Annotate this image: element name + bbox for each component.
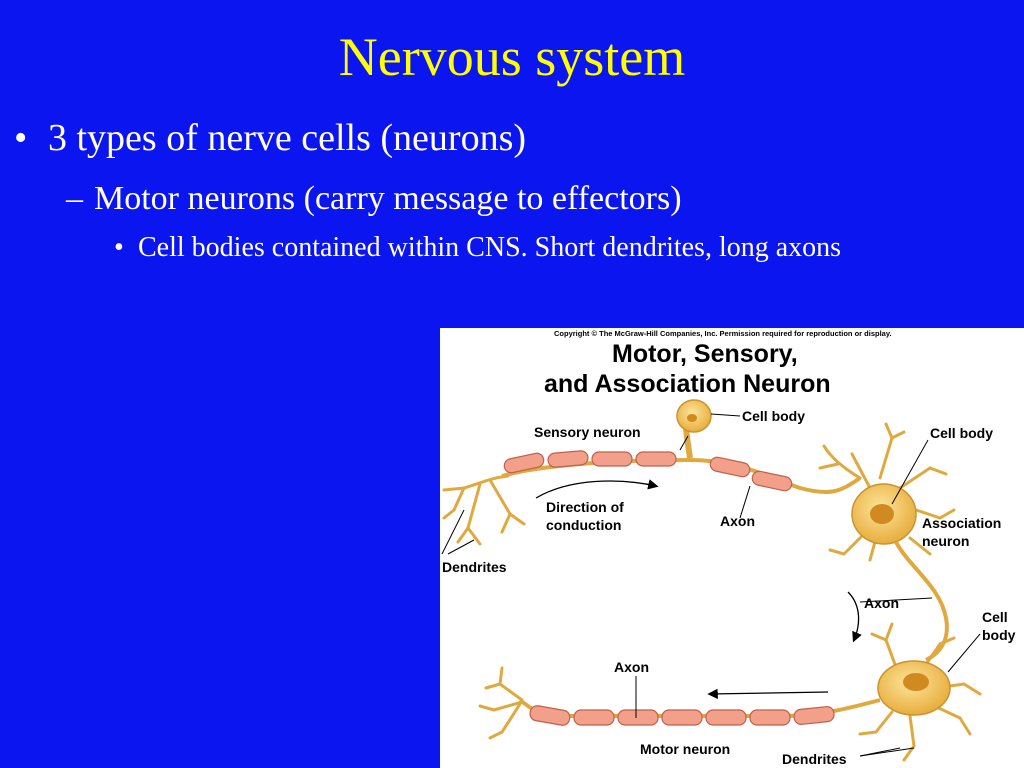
figure-title-line-1: Motor, Sensory, [612,340,798,368]
association-neuron [818,422,956,662]
slide-title: Nervous system [338,27,686,87]
bullet-text: Motor neurons (carry message to effector… [94,180,682,217]
motor-neuron-cell-body [858,622,982,762]
bullet-level-1: • 3 types of nerve cells (neurons) [14,116,526,160]
copyright-notice: Copyright © The McGraw-Hill Companies, I… [554,329,892,338]
label-cell-body-top: Cell body [742,408,805,424]
leader-lines [441,413,981,757]
direction-arrow-right [847,591,862,643]
sensory-neuron-dendrites [442,474,526,546]
bullet-marker: • [114,232,124,263]
dash-marker: – [66,180,83,217]
label-direction-line-2: conduction [546,517,621,533]
label-axon-top: Axon [720,513,755,529]
sensory-cell-body [676,399,712,459]
label-cell-body-lower-line-1: Cell [982,609,1008,625]
label-motor-neuron: Motor neuron [640,741,730,757]
label-direction-line-1: Direction of [546,499,624,515]
motor-axon-terminals [478,666,524,740]
label-sensory-neuron: Sensory neuron [534,424,641,440]
label-cell-body-right: Cell body [930,425,993,441]
label-association-line-1: Association [922,515,1001,531]
direction-arrow-top [535,479,659,499]
label-association-line-2: neuron [922,533,969,549]
sensory-myelin-sheath [503,450,793,492]
bullet-marker: • [14,117,28,159]
figure-title-line-2: and Association Neuron [544,370,831,398]
label-dendrites-bottom: Dendrites [782,751,847,767]
label-axon-middle: Axon [864,595,899,611]
neuron-diagram-svg: Copyright © The McGraw-Hill Companies, I… [441,329,1016,767]
bullet-text: 3 types of nerve cells (neurons) [48,117,527,159]
bullet-level-2: –Motor neurons (carry message to effecto… [66,180,682,218]
label-cell-body-lower-line-2: body [982,627,1016,643]
motor-myelin-sheath [529,705,835,726]
neuron-diagram: Copyright © The McGraw-Hill Companies, I… [440,328,1024,768]
bullet-text: Cell bodies contained within CNS. Short … [138,232,842,263]
label-dendrites-left: Dendrites [442,559,507,575]
direction-arrow-bottom [707,688,829,700]
label-axon-bottom: Axon [614,659,649,675]
bullet-level-3: • Cell bodies contained within CNS. Short… [114,232,841,264]
